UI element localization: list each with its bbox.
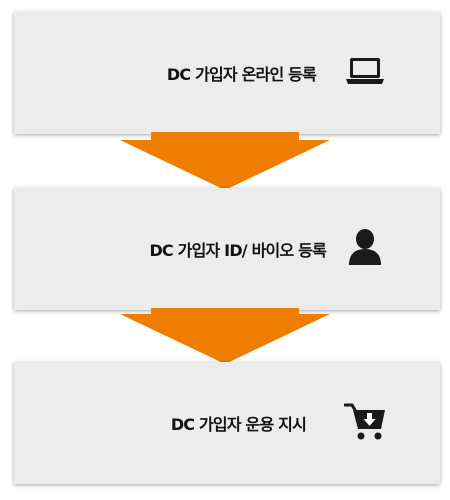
step-label: DC 가입자 운용 지시 xyxy=(170,415,307,434)
step-box-operation-instruction: DC 가입자 운용 지시 xyxy=(14,362,440,484)
step-label: DC 가입자 ID/ 바이오 등록 xyxy=(149,241,326,260)
user-icon xyxy=(347,228,383,270)
cart-download-icon xyxy=(343,401,388,445)
step-box-online-registration: DC 가입자 온라인 등록 xyxy=(14,12,440,134)
step-label: DC 가입자 온라인 등록 xyxy=(166,65,317,84)
flow-arrow-down xyxy=(120,308,330,368)
step-box-id-bio-registration: DC 가입자 ID/ 바이오 등록 xyxy=(14,188,440,310)
laptop-icon xyxy=(345,56,385,90)
flow-arrow-down xyxy=(120,132,330,194)
